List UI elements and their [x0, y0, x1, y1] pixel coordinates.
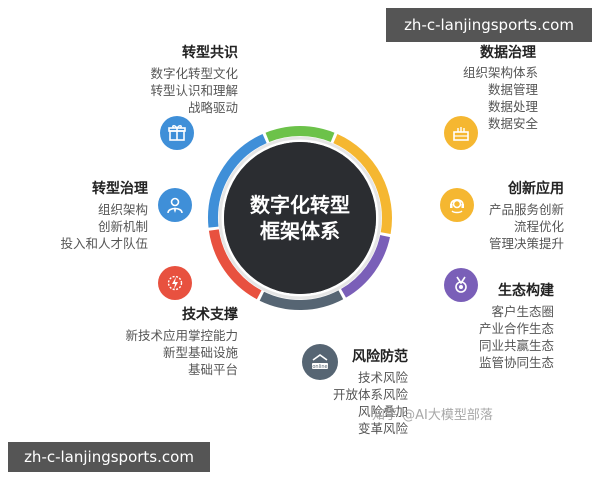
section-ecosystem: 生态构建 客户生态圈 产业合作生态 同业共赢生态 监管协同生态 [479, 282, 554, 371]
section-item: 转型认识和理解 [150, 83, 238, 98]
ring-segment-green [265, 126, 335, 143]
section-transform-governance: 转型治理 组织架构 创新机制 投入和人才队伍 [60, 180, 148, 252]
section-title: 风险防范 [352, 349, 408, 365]
section-risk-prevention: 风险防范 技术风险 开放体系风险 风险叠加 变革风险 [333, 348, 408, 437]
center-title: 数字化转型 框架体系 [240, 192, 360, 244]
section-title: 生态构建 [498, 283, 554, 299]
section-item: 战略驱动 [187, 100, 238, 115]
section-item: 产业合作生态 [478, 321, 554, 336]
ring-segment-purple [340, 234, 390, 298]
section-title: 技术支撑 [182, 307, 238, 323]
section-data-governance: 数据治理 [480, 44, 536, 65]
online-label: online [312, 364, 327, 370]
ring-segment-slate [259, 290, 344, 310]
section-data-governance-items: 组织架构体系 数据管理 数据处理 数据安全 [463, 64, 538, 132]
section-innovation-application: 创新应用 产品服务创新 流程优化 管理决策提升 [489, 180, 564, 252]
section-item: 同业共赢生态 [478, 338, 554, 353]
center-title-line2: 框架体系 [260, 219, 340, 243]
section-item: 组织架构 [97, 202, 148, 217]
section-item: 客户生态圈 [491, 304, 554, 319]
section-item: 数据处理 [487, 99, 538, 114]
medal-icon [444, 268, 478, 302]
section-item: 基础平台 [187, 362, 238, 377]
gift-icon [160, 116, 194, 150]
lightning-gear-icon [158, 266, 192, 300]
section-item: 管理决策提升 [488, 236, 564, 251]
site-watermark-top: zh-c-lanjingsports.com [386, 8, 592, 42]
section-item: 数字化转型文化 [150, 66, 238, 81]
section-item: 投入和人才队伍 [60, 236, 148, 251]
section-transform-consensus: 转型共识 数字化转型文化 转型认识和理解 战略驱动 [150, 44, 238, 116]
section-item: 新技术应用掌控能力 [125, 328, 238, 343]
section-item: 数据安全 [487, 116, 538, 131]
site-watermark-bottom: zh-c-lanjingsports.com [8, 442, 210, 472]
section-title: 创新应用 [508, 181, 564, 197]
online-shield-icon: online [302, 344, 338, 380]
center-title-line1: 数字化转型 [250, 193, 350, 217]
section-item: 开放体系风险 [332, 387, 408, 402]
section-title: 数据治理 [480, 45, 536, 61]
section-item: 创新机制 [97, 219, 148, 234]
section-title: 转型治理 [92, 181, 148, 197]
ring-segment-blue [208, 133, 267, 228]
section-item: 新型基础设施 [162, 345, 238, 360]
section-item: 数据管理 [487, 82, 538, 97]
section-item: 变革风险 [357, 421, 408, 436]
ring-segment-red [208, 229, 262, 300]
zhihu-watermark: 知乎 @AI大模型部落 [372, 408, 493, 423]
ring-segment-yellow [333, 133, 392, 234]
section-item: 监管协同生态 [478, 355, 554, 370]
section-item: 流程优化 [513, 219, 564, 234]
headset-icon [440, 188, 474, 222]
person-icon [158, 188, 192, 222]
cake-icon [444, 116, 478, 150]
section-tech-support: 技术支撑 新技术应用掌控能力 新型基础设施 基础平台 [125, 306, 238, 378]
section-title: 转型共识 [182, 45, 238, 61]
section-item: 产品服务创新 [488, 202, 564, 217]
section-item: 组织架构体系 [462, 65, 538, 80]
section-item: 风险叠加 [357, 404, 408, 419]
section-item: 技术风险 [357, 370, 408, 385]
